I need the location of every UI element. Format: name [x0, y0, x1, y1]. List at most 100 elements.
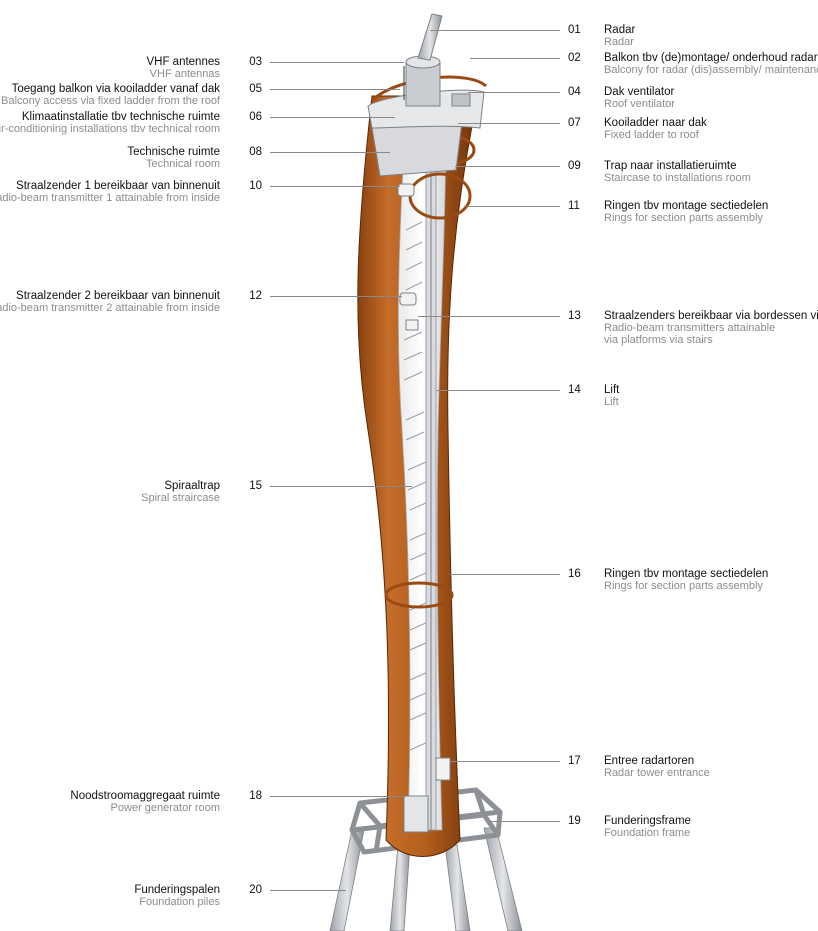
label-dutch: Technische ruimte — [127, 146, 220, 158]
transmitter-1 — [397, 183, 415, 197]
label-english: Fixed ladder to roof — [604, 129, 699, 141]
leader-line — [270, 796, 406, 797]
leader-line — [270, 486, 412, 487]
label-number: 08 — [249, 146, 262, 158]
label-dutch: Lift — [604, 384, 620, 396]
label-english-continued: via platforms via stairs — [604, 334, 713, 346]
label-english: Radio-beam transmitter 1 attainable from… — [0, 192, 220, 204]
foundation-pile — [444, 844, 471, 931]
label-dutch: Dak ventilator — [604, 86, 675, 98]
label-number: 01 — [568, 24, 581, 36]
leader-line — [455, 166, 560, 167]
label-13: Straalzenders bereikbaar via bordessen v… — [604, 310, 818, 346]
label-dutch: VHF antennes — [146, 56, 220, 68]
label-dutch: Ringen tbv montage sectiedelen — [604, 200, 769, 212]
transmitter-platform — [405, 319, 419, 331]
leader-line — [458, 123, 560, 124]
radar-mast — [417, 13, 443, 61]
label-dutch: Radar — [604, 24, 636, 36]
label-number: 18 — [249, 790, 262, 802]
label-english: Rings for section parts assembly — [604, 212, 763, 224]
label-dutch: Funderingspalen — [134, 884, 220, 896]
leader-line — [270, 186, 400, 187]
stair-flight — [403, 221, 429, 751]
leader-line — [270, 62, 404, 63]
leader-line — [436, 390, 560, 391]
label-english: Foundation piles — [139, 896, 220, 908]
label-number: 05 — [249, 83, 262, 95]
frame-post — [495, 811, 503, 836]
top-cabin — [367, 75, 487, 177]
label-english: Spiral straircase — [141, 492, 220, 504]
label-dutch: Toegang balkon via kooiladder vanaf dak — [11, 83, 220, 95]
leader-line — [466, 206, 560, 207]
spiral-staircase — [403, 221, 429, 751]
frame-post — [373, 825, 383, 853]
leader-line — [270, 89, 400, 90]
label-english: Staircase to installations room — [604, 172, 751, 184]
label-number: 10 — [249, 180, 262, 192]
leader-line — [450, 574, 560, 575]
label-english: Roof ventilator — [604, 98, 675, 110]
label-number: 17 — [568, 755, 581, 767]
label-english: Foundation frame — [604, 827, 691, 839]
label-number: 16 — [568, 568, 581, 580]
label-english: Rings for section parts assembly — [604, 580, 763, 592]
label-dutch: Funderingsframe — [604, 815, 691, 827]
leader-line — [490, 821, 560, 822]
frame-post — [349, 802, 363, 831]
label-dutch: Trap naar installatieruimte — [604, 160, 737, 172]
label-english: Balcony for radar (dis)assembly/ mainten… — [604, 64, 818, 76]
label-06: Klimaatinstallatie tbv technische ruimte… — [0, 111, 220, 135]
label-number: 02 — [568, 52, 581, 64]
leader-line — [418, 316, 560, 317]
label-dutch: Straalzender 1 bereikbaar van binnenuit — [16, 180, 220, 192]
label-dutch: Entree radartoren — [604, 755, 695, 767]
label-dutch: Balkon tbv (de)montage/ onderhoud radar — [604, 52, 818, 64]
label-english: Radar tower entrance — [604, 767, 710, 779]
label-english: Radio-beam transmitter 2 attainable from… — [0, 302, 220, 314]
foundation-pile — [389, 844, 411, 931]
label-english: Power generator room — [110, 802, 220, 814]
label-number: 14 — [568, 384, 581, 396]
foundation-piles — [329, 827, 523, 931]
label-number: 06 — [249, 111, 262, 123]
leader-line — [270, 890, 346, 891]
label-english: Radar — [604, 36, 634, 48]
label-dutch: Klimaatinstallatie tbv technische ruimte — [21, 111, 220, 123]
leader-line — [450, 761, 560, 762]
label-dutch: Straalzenders bereikbaar via bordessen v… — [604, 310, 818, 322]
leader-line — [470, 58, 560, 59]
roof-ventilator — [451, 93, 471, 107]
label-number: 07 — [568, 117, 581, 129]
ring-lower — [384, 581, 454, 609]
label-english: Radio-beam transmitters attainable — [604, 322, 776, 334]
label-dutch: Straalzender 2 bereikbaar van binnenuit — [16, 290, 220, 302]
label-number: 20 — [249, 884, 262, 896]
foundation-pile — [483, 827, 523, 931]
label-number: 12 — [249, 290, 262, 302]
label-english: Air-conditioning installations tbv techn… — [0, 123, 220, 135]
label-number: 11 — [568, 200, 580, 212]
label-number: 03 — [249, 56, 262, 68]
tower-entrance — [435, 757, 451, 781]
leader-line — [270, 152, 390, 153]
